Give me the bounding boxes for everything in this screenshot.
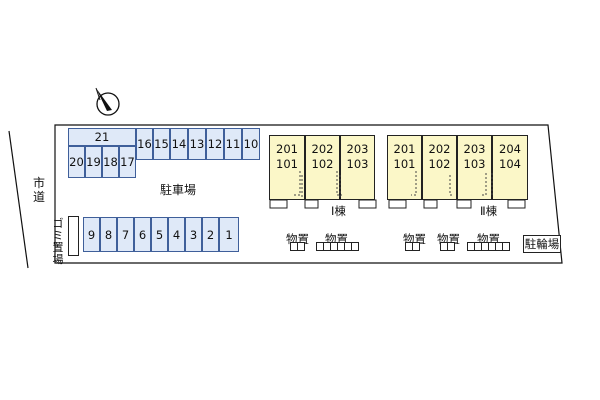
parking-space: 13 (188, 128, 206, 160)
parking-space: 16 (136, 128, 153, 160)
building-2-label: Ⅱ棟 (480, 204, 498, 218)
parking-space: 18 (102, 146, 119, 178)
unit-upper: 204 (499, 142, 521, 156)
north-arrow-icon (95, 87, 120, 116)
storage-shed (290, 242, 305, 251)
unit-lower: 103 (463, 157, 486, 171)
unit-lower: 101 (276, 157, 298, 171)
parking-space: 14 (170, 128, 188, 160)
road-label: 市道 (32, 176, 45, 204)
storage-shed (405, 242, 420, 251)
unit: 203 103 (340, 135, 375, 200)
unit-lower: 102 (311, 157, 334, 171)
parking-space: 7 (117, 217, 134, 252)
parking-space: 4 (168, 217, 185, 252)
parking-label: 駐車場 (160, 183, 197, 197)
storage-shed (316, 242, 359, 251)
unit-upper: 202 (428, 142, 451, 156)
unit-upper: 203 (463, 142, 486, 156)
parking-space: 10 (242, 128, 260, 160)
unit: 201 101 (387, 135, 422, 200)
unit-upper: 203 (346, 142, 369, 156)
unit-upper: 201 (276, 142, 298, 156)
unit: 201 101 (269, 135, 305, 200)
unit-lower: 102 (428, 157, 451, 171)
building-1-label: Ⅰ棟 (331, 204, 346, 218)
parking-space: 9 (83, 217, 100, 252)
bicycle-parking: 駐輪場 (523, 235, 561, 253)
parking-space: 17 (119, 146, 136, 178)
unit: 204 104 (492, 135, 528, 200)
storage-shed (467, 242, 510, 251)
parking-space: 20 (68, 146, 85, 178)
parking-space: 2 (202, 217, 219, 252)
garbage-area (68, 216, 79, 256)
unit-upper: 201 (393, 142, 416, 156)
parking-space: 15 (153, 128, 170, 160)
parking-space: 19 (85, 146, 102, 178)
parking-space: 5 (151, 217, 168, 252)
parking-space: 11 (224, 128, 242, 160)
building-2-details (388, 171, 526, 209)
storage-shed (440, 242, 455, 251)
parking-space: 1 (219, 217, 239, 252)
unit: 202 102 (305, 135, 340, 200)
building-1-details (269, 171, 377, 209)
garbage-label: ゴミ置場 (52, 217, 64, 266)
parking-space: 3 (185, 217, 202, 252)
unit-lower: 104 (499, 157, 521, 171)
parking-space: 8 (100, 217, 117, 252)
unit: 202 102 (422, 135, 457, 200)
parking-space: 21 (68, 128, 136, 146)
parking-space: 12 (206, 128, 224, 160)
unit-upper: 202 (311, 142, 334, 156)
unit-lower: 103 (346, 157, 369, 171)
parking-space: 6 (134, 217, 151, 252)
unit-lower: 101 (393, 157, 416, 171)
